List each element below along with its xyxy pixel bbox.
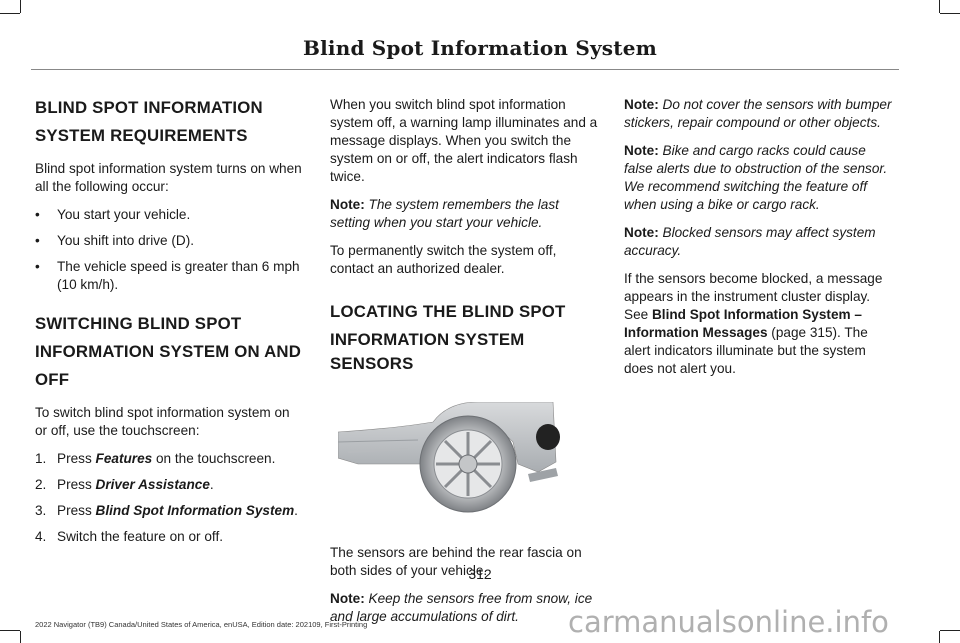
crop-mark: [20, 0, 21, 13]
list-item: 2.Press Driver Assistance.: [35, 477, 214, 492]
crop-mark: [939, 0, 940, 13]
list-item: 3.Press Blind Spot Information System.: [35, 503, 298, 518]
column-3: Note: Do not cover the sensors with bump…: [624, 96, 894, 388]
requirements-intro: Blind spot information system turns on w…: [35, 161, 302, 194]
section-heading-switching: SWITCHING BLIND SPOT INFORMATION SYSTEM …: [35, 314, 302, 389]
column-2: When you switch blind spot information s…: [330, 96, 600, 636]
note: Note: Keep the sensors free from snow, i…: [330, 591, 593, 624]
column-1: BLIND SPOT INFORMATION SYSTEM REQUIREMEN…: [35, 96, 305, 556]
crop-mark: [940, 13, 960, 14]
cross-reference-link[interactable]: Blind Spot Information System – Informat…: [624, 307, 862, 340]
list-item: 1.Press Features on the touchscreen.: [35, 451, 276, 466]
rear-wheel-sensor-illustration: [337, 401, 568, 517]
note: Note: The system remembers the last sett…: [330, 197, 559, 230]
blocked-sensors-paragraph: If the sensors become blocked, a message…: [624, 271, 883, 376]
header-divider: [31, 69, 899, 70]
crop-mark: [939, 631, 940, 643]
crop-mark: [0, 13, 20, 14]
watermark: carmanualsonline.info: [568, 605, 889, 639]
dealer-paragraph: To permanently switch the system off, co…: [330, 243, 557, 276]
section-heading-locating: LOCATING THE BLIND SPOT INFORMATION SYST…: [330, 302, 566, 373]
section-heading-requirements: BLIND SPOT INFORMATION SYSTEM REQUIREMEN…: [35, 98, 263, 145]
list-item: •The vehicle speed is greater than 6 mph…: [35, 259, 300, 292]
requirements-list: •You start your vehicle. •You shift into…: [35, 206, 305, 294]
crop-mark: [20, 631, 21, 643]
sensors-location-paragraph: The sensors are behind the rear fascia o…: [330, 545, 582, 578]
page-number: 312: [468, 566, 492, 582]
note: Note: Do not cover the sensors with bump…: [624, 97, 892, 130]
note: Note: Bike and cargo racks could cause f…: [624, 143, 888, 212]
note: Note: Blocked sensors may affect system …: [624, 225, 876, 258]
footer-edition-info: 2022 Navigator (TB9) Canada/United State…: [35, 620, 368, 629]
list-item: 4.Switch the feature on or off.: [35, 529, 223, 544]
steps-list: 1.Press Features on the touchscreen. 2.P…: [35, 450, 305, 546]
crop-mark: [940, 630, 960, 631]
list-item: •You shift into drive (D).: [35, 233, 195, 248]
switch-off-paragraph: When you switch blind spot information s…: [330, 97, 598, 184]
crop-mark: [0, 630, 20, 631]
switching-intro: To switch blind spot information system …: [35, 405, 290, 438]
list-item: •You start your vehicle.: [35, 207, 191, 222]
page-header-title: Blind Spot Information System: [303, 36, 657, 60]
